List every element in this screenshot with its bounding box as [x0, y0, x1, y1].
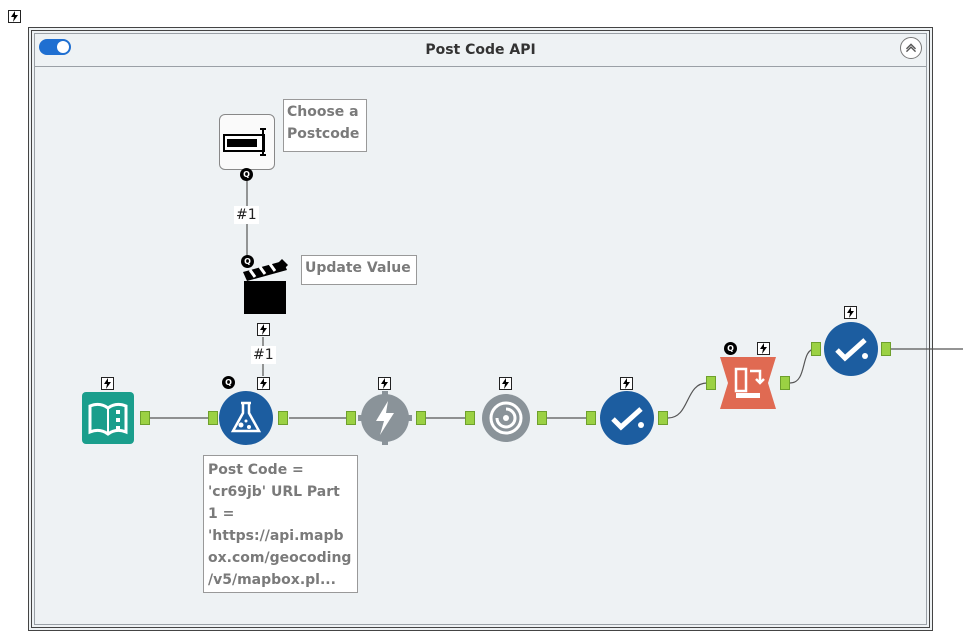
output-anchor[interactable]: [537, 411, 547, 425]
bolt-icon: [844, 306, 857, 319]
connection-label: #1: [251, 346, 276, 364]
container-title: Post Code API: [425, 42, 536, 58]
container-header: Post Code API: [35, 34, 926, 67]
checkmark-icon[interactable]: [600, 391, 654, 445]
q-badge: Q: [241, 255, 254, 268]
text-input-icon[interactable]: [219, 114, 275, 170]
bolt-icon: [620, 377, 633, 390]
q-badge: Q: [724, 342, 737, 355]
bolt-icon: [257, 323, 270, 336]
output-anchor[interactable]: [278, 411, 288, 425]
input-anchor[interactable]: [465, 411, 475, 425]
output-anchor[interactable]: [140, 411, 150, 425]
bolt-icon: [499, 377, 512, 390]
connection-label: #1: [234, 206, 259, 224]
input-anchor[interactable]: [706, 376, 716, 390]
checkmark-icon[interactable]: [824, 322, 878, 376]
gear-swirl-icon[interactable]: [479, 391, 533, 445]
transpose-icon[interactable]: [720, 357, 776, 409]
output-anchor[interactable]: [881, 342, 891, 356]
bolt-icon: [257, 377, 270, 390]
bolt-icon: [101, 377, 114, 390]
bolt-icon: [378, 377, 391, 390]
container-toggle[interactable]: [39, 39, 71, 55]
q-badge: Q: [222, 376, 235, 389]
annotation-formula: Post Code = 'cr69jb' URL Part 1 = 'https…: [203, 455, 358, 593]
output-anchor[interactable]: [416, 411, 426, 425]
output-anchor[interactable]: [780, 376, 790, 390]
q-badge: Q: [240, 168, 253, 181]
bolt-icon: [8, 10, 21, 23]
tool-container: Post Code API: [28, 27, 933, 631]
output-anchor[interactable]: [658, 411, 668, 425]
chevron-up-icon[interactable]: [900, 37, 922, 59]
toggle-knob: [57, 41, 69, 53]
annotation-text-box: Choose a Postcode: [283, 99, 367, 152]
input-anchor[interactable]: [208, 411, 218, 425]
clapperboard-icon[interactable]: [240, 256, 292, 316]
annotation-action: Update Value: [301, 255, 417, 285]
flask-icon[interactable]: [219, 391, 273, 445]
input-anchor[interactable]: [811, 342, 821, 356]
input-anchor[interactable]: [346, 411, 356, 425]
container-frame: Post Code API: [34, 33, 927, 625]
input-anchor[interactable]: [586, 411, 596, 425]
bolt-icon: [757, 342, 770, 355]
lightning-gear-icon[interactable]: [358, 391, 412, 445]
book-icon[interactable]: [82, 392, 134, 444]
